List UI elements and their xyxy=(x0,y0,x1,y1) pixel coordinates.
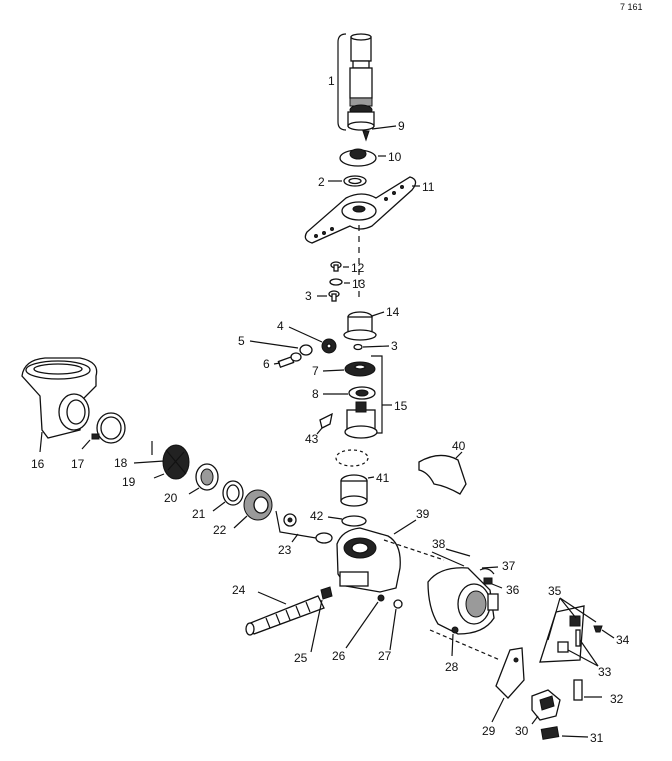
label-41: 41 xyxy=(376,471,390,485)
label-27: 27 xyxy=(378,649,392,663)
part-6-pin xyxy=(273,352,302,369)
part-15-pump-assembly xyxy=(322,355,392,439)
part-16-sump xyxy=(21,357,98,453)
label-30: 30 xyxy=(515,724,529,738)
part-36-connector xyxy=(483,577,503,589)
label-38: 38 xyxy=(432,537,446,551)
label-42: 42 xyxy=(310,509,324,523)
part-32-pin xyxy=(573,679,602,701)
label-19: 19 xyxy=(122,475,136,489)
label-43: 43 xyxy=(305,432,319,446)
part-22-seal xyxy=(233,489,273,529)
label-33: 33 xyxy=(598,665,612,679)
part-12-bolt xyxy=(330,261,349,272)
label-32: 32 xyxy=(610,692,624,706)
part-42-clamp xyxy=(327,515,367,527)
part-33-screw xyxy=(567,629,599,667)
label-3-upper: 3 xyxy=(305,289,312,303)
part-26-washer xyxy=(345,594,385,649)
part-27-nut xyxy=(389,599,403,651)
corner-text: 7 161 xyxy=(620,2,643,12)
label-18: 18 xyxy=(114,456,128,470)
label-11: 11 xyxy=(422,180,435,194)
part-3-nut-lower xyxy=(353,343,390,351)
part-1-spray-tube xyxy=(337,33,375,131)
label-12: 12 xyxy=(351,261,365,275)
part-29-bracket xyxy=(491,647,525,723)
part-30-switch xyxy=(531,689,561,725)
part-41-seal xyxy=(335,449,375,507)
part-28-screw xyxy=(451,626,459,657)
label-20: 20 xyxy=(164,491,178,505)
label-34: 34 xyxy=(616,633,630,647)
label-31: 31 xyxy=(590,731,604,745)
label-24: 24 xyxy=(232,583,246,597)
part-21-ring xyxy=(212,480,244,512)
part-34-screw xyxy=(593,625,615,639)
part-13-washer xyxy=(329,278,350,286)
label-22: 22 xyxy=(213,523,227,537)
label-13: 13 xyxy=(352,277,366,291)
part-9-screw xyxy=(362,125,397,142)
part-19-filter xyxy=(133,441,190,480)
label-6: 6 xyxy=(263,357,270,371)
part-2-washer xyxy=(328,175,367,187)
label-37: 37 xyxy=(502,559,516,573)
label-39: 39 xyxy=(416,507,430,521)
label-1: 1 xyxy=(328,74,335,88)
label-17: 17 xyxy=(71,457,85,471)
label-2: 2 xyxy=(318,175,325,189)
label-7: 7 xyxy=(312,364,319,378)
part-17-clamp xyxy=(81,412,126,450)
label-15: 15 xyxy=(394,399,408,413)
part-3-nut-upper xyxy=(317,290,340,302)
part-10-hub xyxy=(339,148,386,167)
part-23-fittings xyxy=(275,510,333,544)
label-35: 35 xyxy=(548,584,562,598)
label-40: 40 xyxy=(452,439,466,453)
label-14: 14 xyxy=(386,305,400,319)
part-25-spring xyxy=(310,586,333,653)
part-40-duct xyxy=(418,451,467,495)
part-11-spray-arm xyxy=(304,176,420,244)
label-25: 25 xyxy=(294,651,308,665)
part-43-clip xyxy=(316,412,333,435)
label-9: 9 xyxy=(398,119,405,133)
label-16: 16 xyxy=(31,457,45,471)
label-29: 29 xyxy=(482,724,496,738)
part-31-block xyxy=(540,726,589,740)
part-38-motor xyxy=(427,551,501,661)
part-14-impeller-housing xyxy=(343,311,385,341)
label-4: 4 xyxy=(277,319,284,333)
label-10: 10 xyxy=(388,150,402,164)
label-28: 28 xyxy=(445,660,459,674)
part-20-ring xyxy=(188,463,219,495)
part-35-bracket xyxy=(539,597,597,663)
part-4-gear xyxy=(288,326,337,354)
label-8: 8 xyxy=(312,387,319,401)
label-3-lower: 3 xyxy=(391,339,398,353)
label-36: 36 xyxy=(506,583,520,597)
label-5: 5 xyxy=(238,334,245,348)
part-39-pump-body xyxy=(336,519,471,593)
part-5-washer xyxy=(249,340,313,356)
label-21: 21 xyxy=(192,507,206,521)
label-26: 26 xyxy=(332,649,346,663)
label-23: 23 xyxy=(278,543,292,557)
part-37-wire xyxy=(479,566,499,575)
part-24-hose xyxy=(245,591,325,636)
